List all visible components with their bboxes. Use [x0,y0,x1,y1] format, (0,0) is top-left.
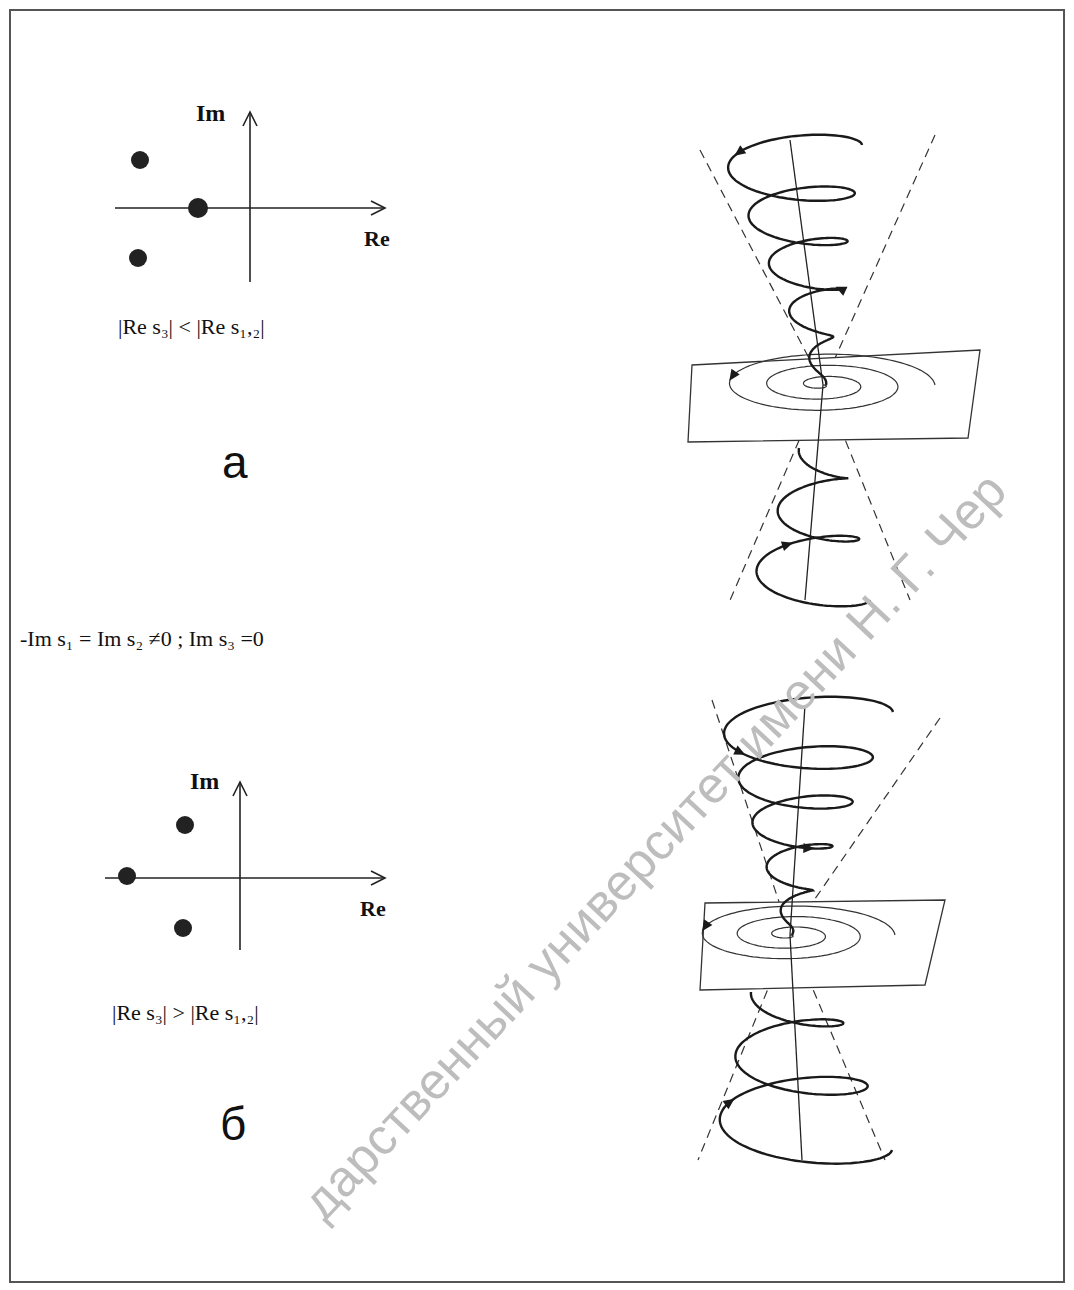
page-frame [10,10,1064,1282]
axis-label: Im [196,100,225,128]
complex-plane-axes [115,112,385,282]
flow-arrowhead [734,145,746,156]
flow-arrowhead [729,369,739,381]
flow-arrowhead [723,1099,735,1110]
condition-text: -Im s₁ = Im s₂ ≠0 ; Im s₃ =0 [20,626,264,651]
flow-arrowhead [702,919,712,931]
axis-label: Re [364,226,390,251]
condition-text: |Re s₃| > |Re s₁,₂| [112,1000,259,1025]
panel-letter: б [220,1098,246,1151]
axis-label: Re [360,896,386,921]
watermark: дарственный университет имени Н. Г. Чер [293,464,1015,1228]
condition-text: |Re s₃| < |Re s₁,₂| [118,314,265,339]
panel-letter: а [222,436,248,489]
axis-label: Im [190,768,219,796]
flow-arrowhead [835,287,847,296]
flow-arrowhead [781,541,793,551]
flow-arrowhead [803,843,814,853]
pole-dots [129,151,208,267]
pole-dots [118,816,194,937]
complex-plane-axes [105,782,385,950]
